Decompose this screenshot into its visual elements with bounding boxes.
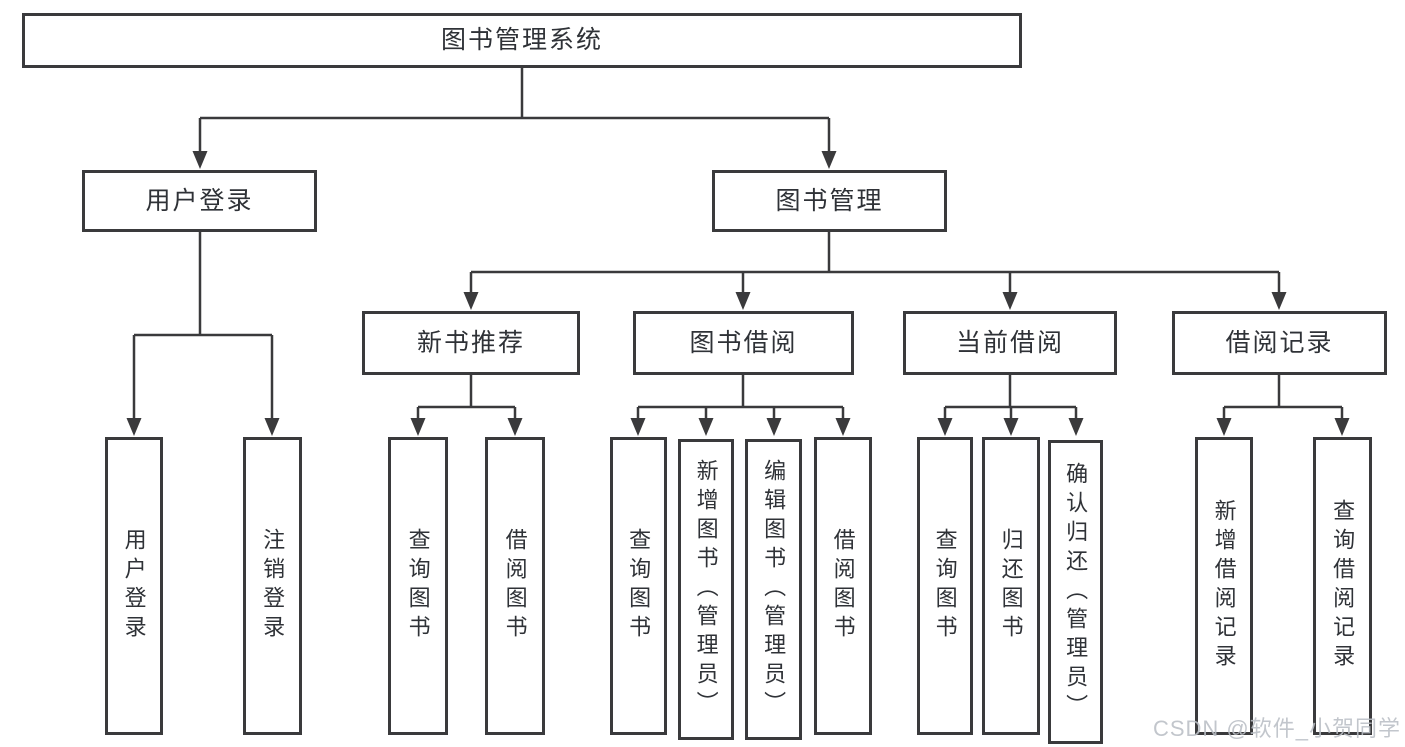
leaf-borrow-add-book-admin: 新增图书（管理员） bbox=[678, 439, 734, 740]
connector-book-borrow bbox=[636, 375, 845, 420]
node-new-book-recommend: 新书推荐 bbox=[362, 311, 580, 375]
leaf-borrow-edit-book-admin: 编辑图书（管理员） bbox=[745, 439, 802, 740]
node-book-management: 图书管理 bbox=[712, 170, 947, 232]
connector-book-management bbox=[469, 232, 1281, 294]
node-root: 图书管理系统 bbox=[22, 13, 1022, 68]
node-user-login: 用户登录 bbox=[82, 170, 317, 232]
arrow-down-icon bbox=[1003, 418, 1019, 436]
node-book-borrow: 图书借阅 bbox=[633, 311, 854, 375]
arrow-down-icon bbox=[735, 292, 751, 310]
leaf-records-query-record: 查询借阅记录 bbox=[1313, 437, 1372, 735]
leaf-recommend-query-book: 查询图书 bbox=[388, 437, 448, 735]
arrow-down-icon bbox=[821, 151, 837, 169]
arrow-down-icon bbox=[507, 418, 523, 436]
connector-user-login bbox=[132, 232, 274, 420]
arrow-down-icon bbox=[463, 292, 479, 310]
arrow-down-icon bbox=[766, 418, 782, 436]
arrow-down-icon bbox=[1002, 292, 1018, 310]
arrow-down-icon bbox=[1068, 418, 1084, 436]
node-borrow-records: 借阅记录 bbox=[1172, 311, 1387, 375]
arrow-down-icon bbox=[937, 418, 953, 436]
leaf-current-return-book: 归还图书 bbox=[982, 437, 1040, 735]
leaf-current-confirm-return-admin: 确认归还（管理员） bbox=[1048, 440, 1103, 744]
leaf-user-login: 用户登录 bbox=[105, 437, 163, 735]
connector-paths bbox=[132, 68, 1344, 420]
connector-root bbox=[198, 68, 831, 152]
leaf-borrow-query-book: 查询图书 bbox=[610, 437, 667, 735]
arrow-down-icon bbox=[1216, 418, 1232, 436]
arrow-down-icon bbox=[698, 418, 714, 436]
node-current-borrow: 当前借阅 bbox=[903, 311, 1117, 375]
arrow-down-icon bbox=[1271, 292, 1287, 310]
connector-current-borrow bbox=[943, 375, 1078, 420]
leaf-records-add-record: 新增借阅记录 bbox=[1195, 437, 1253, 735]
arrow-down-icon bbox=[192, 151, 208, 169]
leaf-borrow-borrow-book: 借阅图书 bbox=[814, 437, 872, 735]
arrow-down-icon bbox=[126, 418, 142, 436]
leaf-current-query-book: 查询图书 bbox=[917, 437, 973, 735]
connector-new-book-recommend bbox=[416, 375, 517, 420]
arrow-down-icon bbox=[264, 418, 280, 436]
leaf-recommend-borrow-book: 借阅图书 bbox=[485, 437, 545, 735]
arrow-down-icon bbox=[630, 418, 646, 436]
arrowheads bbox=[126, 151, 1350, 436]
arrow-down-icon bbox=[835, 418, 851, 436]
arrow-down-icon bbox=[410, 418, 426, 436]
watermark-text: CSDN @软件_小贺同学 bbox=[1152, 716, 1401, 741]
connector-borrow-records bbox=[1222, 375, 1344, 420]
leaf-logout: 注销登录 bbox=[243, 437, 302, 735]
arrow-down-icon bbox=[1334, 418, 1350, 436]
